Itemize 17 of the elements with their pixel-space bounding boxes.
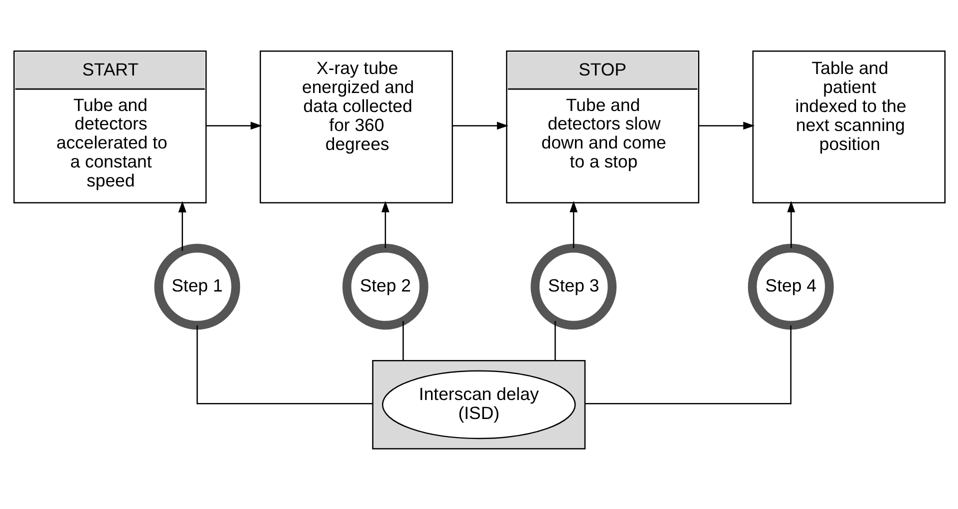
- arrow: [452, 121, 508, 130]
- arrow: [206, 121, 262, 130]
- connector: [554, 320, 556, 360]
- node-circle: Step 2: [342, 243, 428, 330]
- arrow: [178, 200, 186, 250]
- cluster: [372, 360, 586, 449]
- connector: [402, 320, 404, 360]
- arrow: [698, 121, 754, 130]
- node-ellipse: Interscan delay (ISD): [381, 370, 576, 439]
- arrow: [380, 200, 389, 248]
- arrow: [786, 200, 795, 248]
- connector: [584, 324, 791, 404]
- node-circle: Step 3: [530, 243, 616, 330]
- node-circle: Step 4: [747, 243, 834, 330]
- node-circle: Step 1: [154, 243, 240, 330]
- arrow: [569, 200, 578, 248]
- connector: [196, 324, 372, 404]
